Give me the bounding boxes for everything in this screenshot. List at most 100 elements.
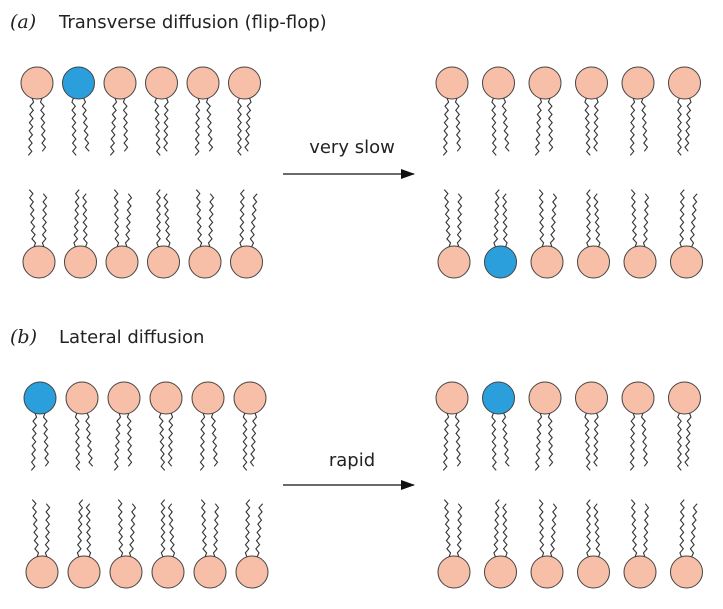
- panel-b-arrow: rapid: [283, 450, 415, 490]
- fatty-acid-tail: [244, 97, 252, 152]
- fatty-acid-tail: [85, 412, 94, 467]
- panel-b-bilayer-before: [23, 381, 269, 589]
- lipid-outer-3: [107, 381, 141, 471]
- fatty-acid-tail: [210, 412, 219, 467]
- fatty-acid-tail: [249, 412, 258, 467]
- lipid-outer-6: [233, 381, 267, 471]
- panel-a-title: Transverse diffusion (flip-flop): [58, 12, 327, 33]
- lipid-inner-7: [623, 499, 657, 589]
- fatty-acid-tail: [71, 97, 77, 156]
- fatty-acid-tail: [239, 189, 245, 248]
- fatty-acid-tail: [642, 193, 650, 248]
- lipid-outer-2: [65, 381, 99, 471]
- fatty-acid-tail: [156, 189, 161, 248]
- fatty-acid-tail: [502, 193, 508, 248]
- panel-a-letter: (a): [10, 11, 36, 33]
- fatty-acid-tail: [44, 503, 51, 558]
- lipid-inner-5: [105, 189, 139, 279]
- lipid-inner-3: [25, 499, 59, 589]
- fatty-acid-tail: [689, 503, 698, 558]
- fatty-acid-tail: [237, 97, 242, 156]
- fatty-acid-tail: [593, 97, 599, 152]
- panel-b-letter: (b): [10, 326, 37, 348]
- lipid-inner-6: [577, 189, 610, 279]
- fatty-acid-tail: [128, 503, 137, 558]
- fatty-acid-tail: [456, 503, 463, 558]
- fatty-acid-tail: [629, 412, 636, 471]
- fatty-acid-tail: [677, 412, 682, 471]
- lipid-inner-8: [670, 499, 703, 589]
- fatty-acid-tail: [677, 97, 682, 156]
- fatty-acid-tail: [442, 412, 450, 471]
- fatty-acid-tail: [167, 412, 174, 467]
- lipid-outer-6: [668, 66, 701, 156]
- fatty-acid-tail: [549, 193, 558, 248]
- polar-head: [623, 245, 657, 279]
- polar-head: [621, 66, 655, 100]
- highlighted-polar-head: [62, 66, 95, 100]
- polar-head: [233, 381, 267, 415]
- lipid-outer-1: [435, 66, 469, 156]
- panel-a-bilayer-before: [20, 66, 263, 279]
- fatty-acid-tail: [593, 503, 601, 558]
- fatty-acid-tail: [547, 412, 554, 467]
- fatty-acid-tail: [593, 412, 599, 467]
- highlighted-polar-head: [23, 381, 57, 415]
- fatty-acid-tail: [199, 412, 206, 471]
- lipid-outer-1: [435, 381, 469, 471]
- fatty-acid-tail: [456, 193, 463, 248]
- lipid-outer-6: [668, 381, 701, 471]
- lipid-inner-4: [67, 499, 101, 589]
- fatty-acid-tail: [27, 97, 35, 156]
- polar-head: [67, 555, 101, 589]
- lipid-outer-4: [575, 381, 608, 471]
- fatty-acid-tail: [207, 193, 215, 248]
- fatty-acid-tail: [212, 503, 220, 558]
- lipid-outer-1: [20, 66, 54, 156]
- panel-b-bilayer-after: [435, 381, 703, 589]
- fatty-acid-tail: [501, 412, 510, 467]
- lipid-inner-8: [670, 189, 703, 279]
- polar-head: [22, 245, 56, 279]
- lipid-outer-4: [149, 381, 183, 471]
- fatty-acid-tail: [249, 193, 258, 248]
- lipid-outer-5: [191, 381, 225, 471]
- fatty-acid-tail: [158, 412, 166, 471]
- fatty-acid-tail: [501, 97, 510, 152]
- fatty-acid-tail: [73, 189, 80, 248]
- polar-head: [193, 555, 227, 589]
- fatty-acid-tail: [76, 499, 84, 558]
- fatty-acid-tail: [154, 97, 161, 156]
- lipid-inner-3: [437, 189, 471, 279]
- fatty-acid-tail: [195, 189, 203, 248]
- polar-head: [109, 555, 143, 589]
- panel-a-arrow: very slow: [283, 137, 415, 179]
- fatty-acid-tail: [502, 503, 508, 558]
- polar-head: [482, 66, 515, 100]
- lipid-outer-2: [482, 66, 515, 156]
- fatty-acid-tail: [491, 97, 497, 156]
- polar-head: [575, 381, 608, 415]
- polar-head: [437, 555, 471, 589]
- fatty-acid-tail: [454, 412, 462, 467]
- fatty-acid-tail: [491, 412, 497, 471]
- lipid-outer-5: [186, 66, 220, 156]
- lipid-inner-3: [437, 499, 471, 589]
- fatty-acid-tail: [109, 97, 118, 156]
- fatty-acid-tail: [684, 412, 692, 467]
- fatty-acid-tail: [689, 193, 698, 248]
- fatty-acid-tail: [640, 412, 649, 467]
- fatty-acid-tail: [586, 189, 591, 248]
- lipid-inner-4: [64, 189, 97, 279]
- lipid-inner-7: [188, 189, 222, 279]
- lipid-outer-4: [575, 66, 608, 156]
- lipid-inner-6: [151, 499, 185, 589]
- polar-head: [575, 66, 608, 100]
- fatty-acid-tail: [30, 412, 38, 471]
- highlighted-lipid-outer-2: [62, 66, 95, 156]
- fatty-acid-tail: [534, 97, 543, 156]
- fatty-acid-tail: [205, 97, 214, 152]
- lipid-inner-7: [623, 189, 657, 279]
- lipid-inner-4: [484, 499, 517, 589]
